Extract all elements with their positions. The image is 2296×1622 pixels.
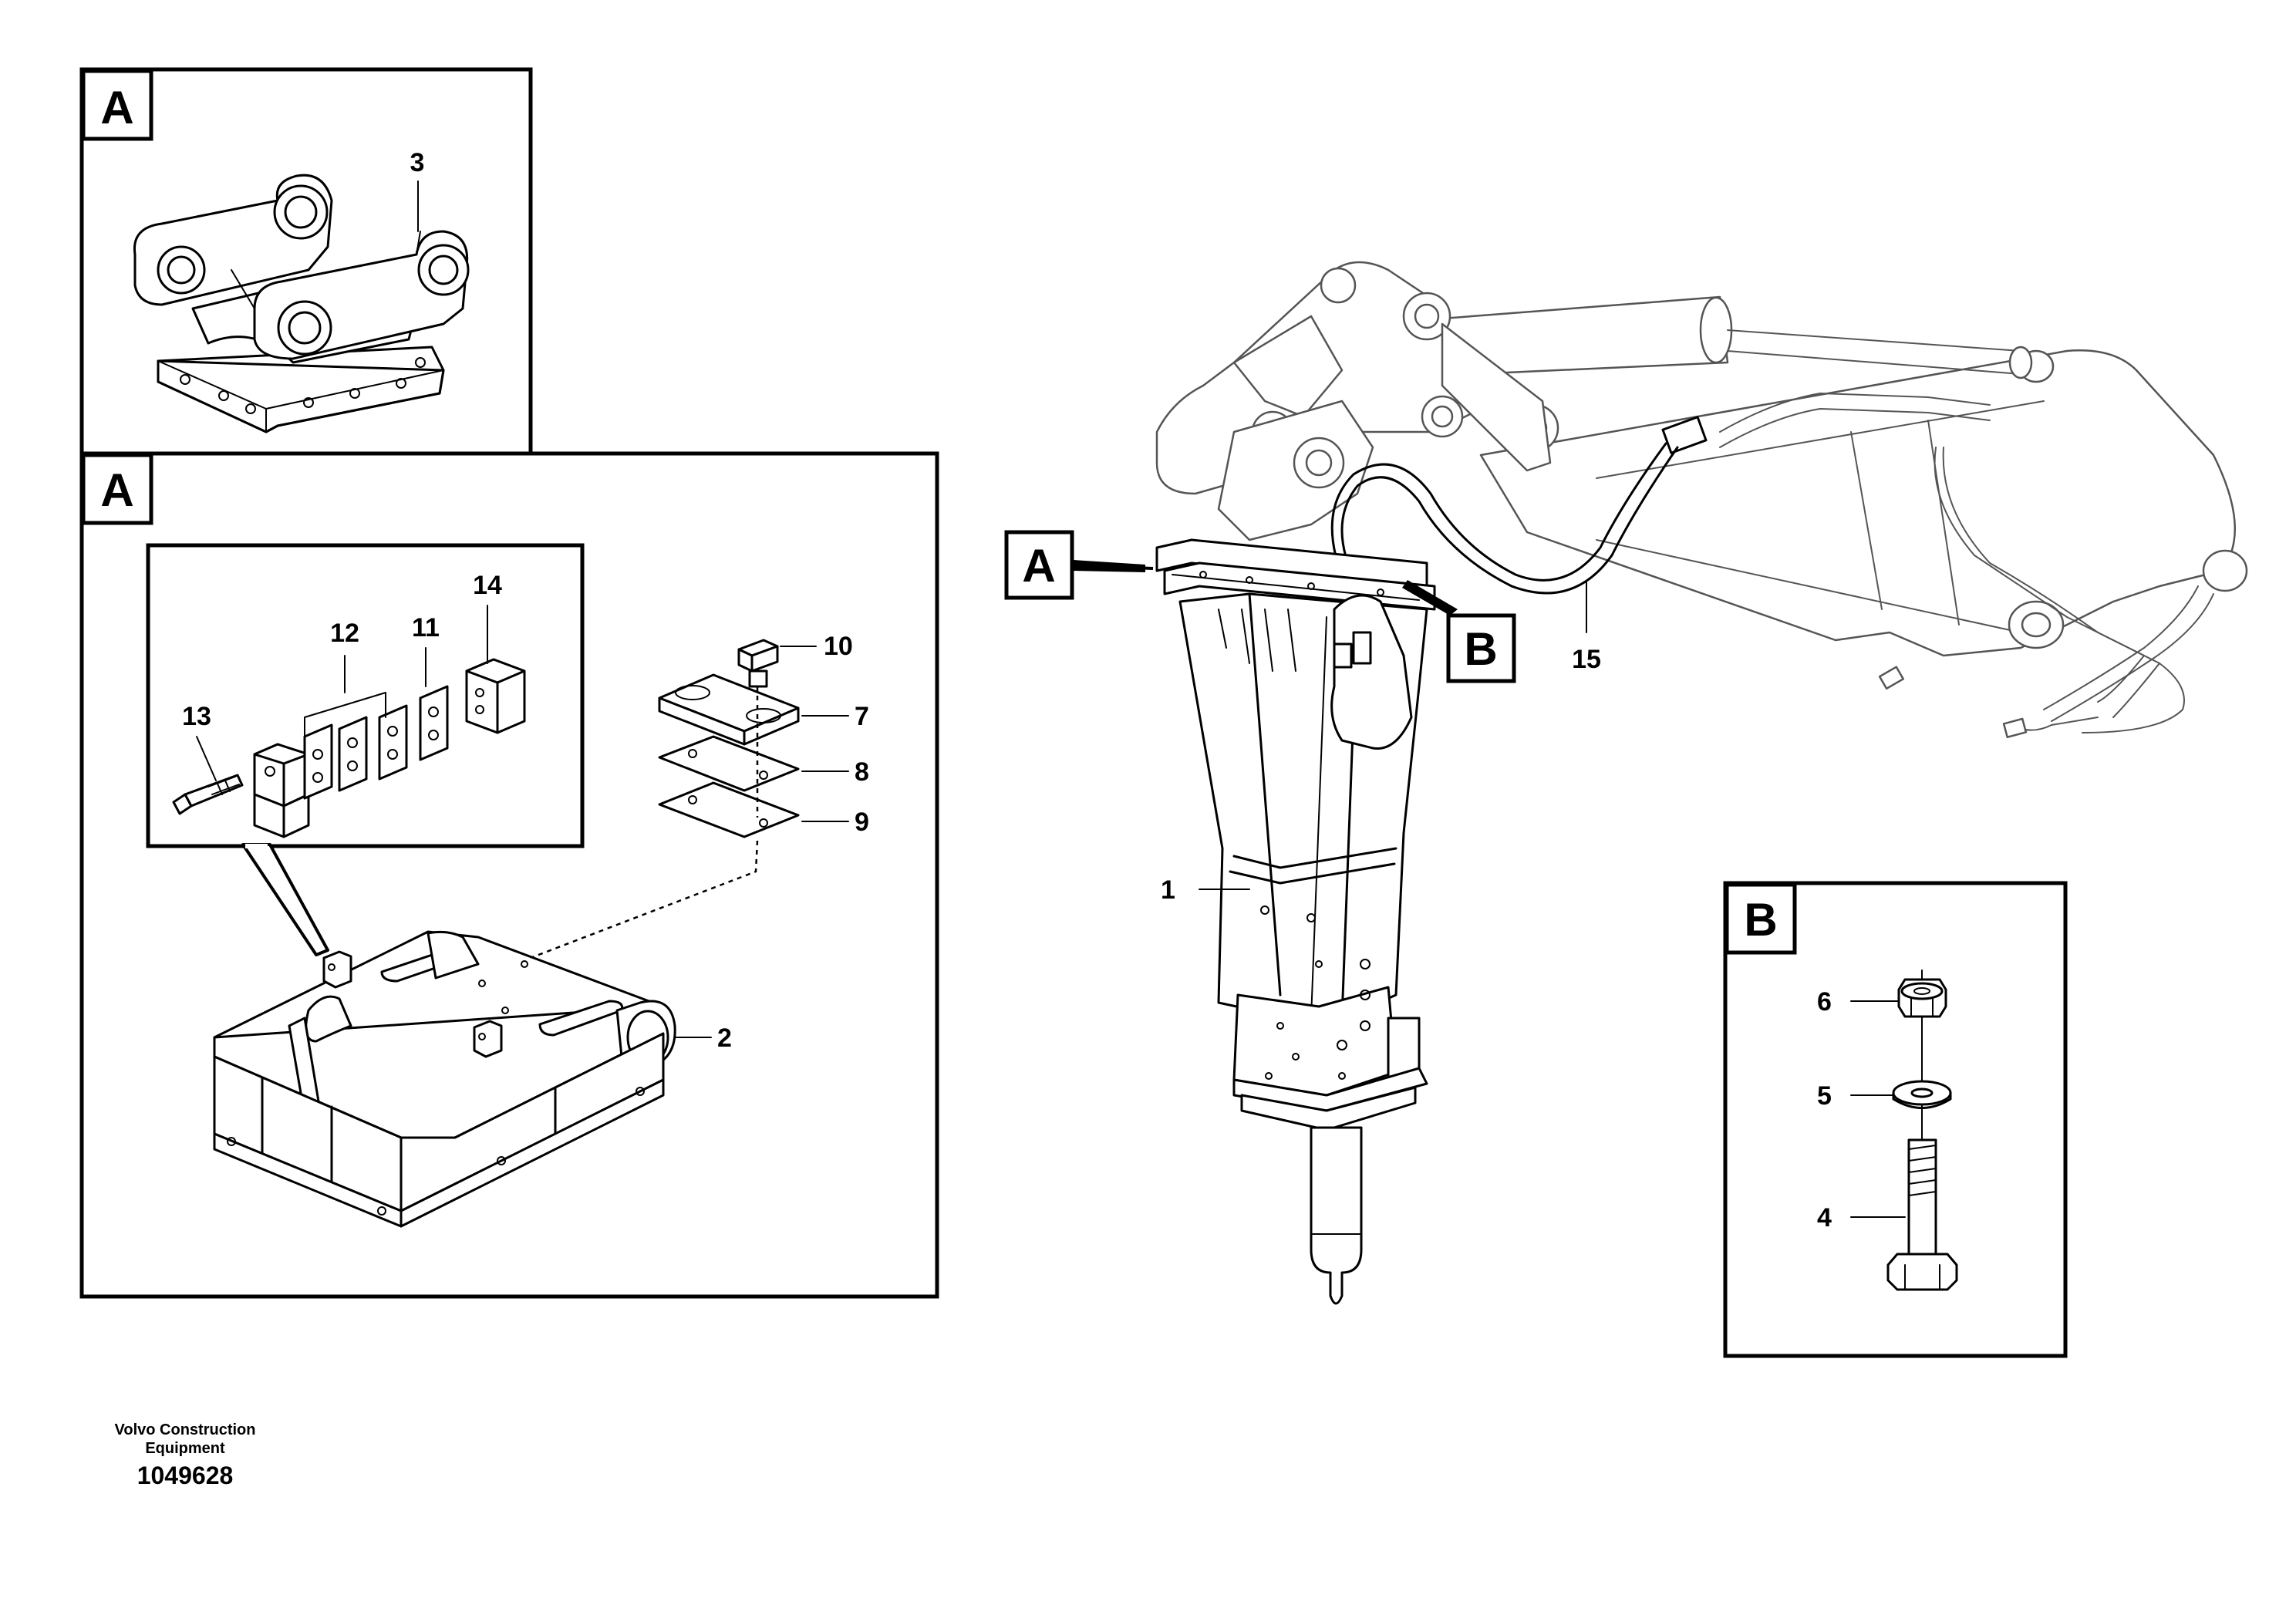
excavator-arm-drawing [1155,261,2248,1305]
nut-6-drawing [1897,978,1947,1018]
washer-5-drawing [1892,1080,1952,1109]
shim-11-drawing [419,685,449,761]
plate-stack-drawing: 10 7 8 9 [658,632,869,838]
detail-a-top-panel: A [79,67,533,456]
callout-15: 15 [1572,645,1601,674]
shim-12-drawing [303,692,408,800]
detail-a-top-label: A [100,82,133,133]
company-name-line2: Equipment [145,1440,225,1457]
company-name-line1: Volvo Construction [114,1421,256,1438]
bolt-13-drawing [172,774,244,815]
detail-b-panel: B 6 5 [1723,881,2068,1358]
quick-coupler-bracket-drawing [133,174,470,433]
callout-10: 10 [824,632,853,661]
detail-a-main-label: A [100,464,133,516]
marker-a-label: A [1022,540,1055,592]
callout-7: 7 [855,702,869,731]
callout-3: 3 [410,148,425,177]
block-14-drawing [465,658,526,734]
block-drawing [253,743,310,838]
callout-1: 1 [1161,875,1175,905]
callout-14: 14 [473,571,502,600]
callout-9: 9 [855,808,869,837]
callout-4: 4 [1817,1203,1832,1233]
adapter-plate-2-drawing [213,930,676,1228]
callout-8: 8 [855,757,869,787]
callout-11: 11 [412,613,440,642]
detail-b-label: B [1744,894,1777,946]
callout-12: 12 [330,619,359,648]
drawing-number: 1049628 [137,1462,234,1489]
callout-6: 6 [1817,987,1832,1017]
marker-b-label: B [1464,623,1497,675]
company-name: Volvo Construction Equipment [93,1421,278,1458]
marker-a: A [1004,530,1154,600]
marker-b: B [1402,580,1516,683]
callout-5: 5 [1817,1081,1832,1111]
callout-2: 2 [717,1023,732,1053]
bolt-4-drawing [1886,1138,1958,1291]
callout-13: 13 [182,702,211,731]
detail-a-main-panel: A [79,451,939,1299]
